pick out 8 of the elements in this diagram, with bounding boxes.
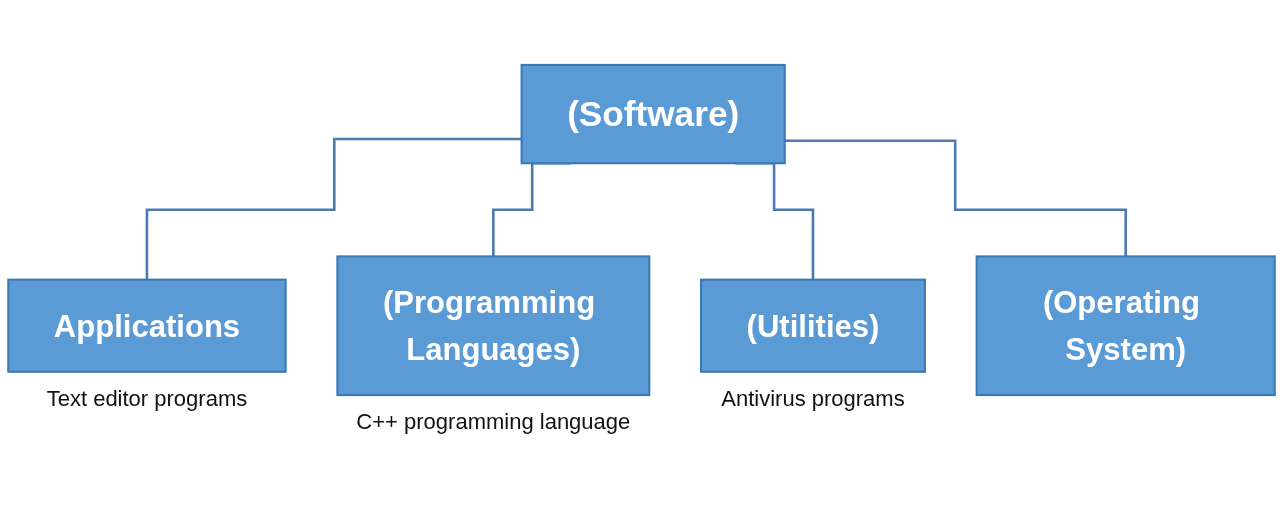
node-box: (Utilities) <box>700 278 926 373</box>
node-box: Applications <box>7 278 287 373</box>
node-box: (Software) <box>520 63 786 165</box>
node-box: (Operating System) <box>975 255 1276 397</box>
node-caption: Text editor programs <box>46 385 248 412</box>
node-caption: C++ programming language <box>356 409 631 436</box>
node-box: (Programming Languages) <box>336 255 651 397</box>
node-caption: Antivirus programs <box>721 385 905 412</box>
